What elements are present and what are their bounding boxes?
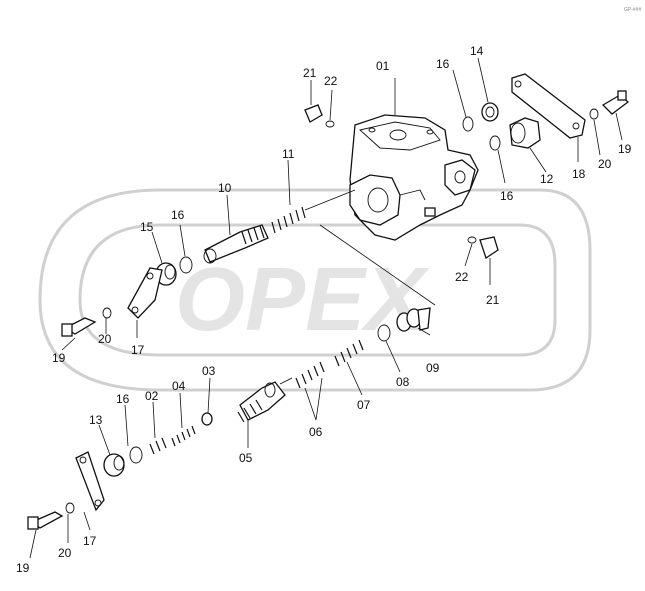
bolt-19-upper — [601, 90, 630, 115]
label-22-lower: 22 — [455, 270, 469, 284]
plug-13 — [103, 453, 125, 477]
spring-02 — [149, 437, 167, 455]
label-10: 10 — [218, 181, 232, 195]
o-ring-16-upper — [462, 116, 474, 132]
bolt-19-lower — [27, 511, 64, 530]
label-13: 13 — [89, 413, 103, 427]
watermark-logo: OPEX — [38, 188, 592, 392]
label-12: 12 — [540, 172, 554, 186]
part-labels: 01 21 22 16 14 12 16 18 20 19 10 11 16 1… — [16, 44, 632, 575]
label-18: 18 — [572, 167, 586, 181]
ring-08 — [377, 324, 391, 342]
o-ring-16-right — [489, 135, 501, 151]
label-03: 03 — [202, 364, 216, 378]
label-21-upper: 21 — [303, 66, 317, 80]
fitting-12 — [509, 117, 541, 149]
o-ring-16-left — [179, 256, 193, 274]
label-16-right: 16 — [500, 189, 514, 203]
label-14: 14 — [470, 44, 484, 58]
washer-20-lower — [65, 502, 75, 514]
seat-03 — [201, 412, 213, 426]
spring-07 — [334, 339, 364, 367]
label-17-lower: 17 — [83, 534, 97, 548]
washer-20-left — [102, 307, 112, 319]
label-16-left: 16 — [171, 208, 185, 222]
bolt-19-left — [61, 317, 97, 337]
label-09: 09 — [426, 361, 440, 375]
label-20-lower: 20 — [58, 546, 72, 560]
plug-21-upper — [304, 104, 323, 123]
label-20-upper: 20 — [598, 157, 612, 171]
spring-04 — [171, 425, 196, 447]
o-ring-22-lower — [467, 236, 477, 244]
label-19-left: 19 — [52, 351, 66, 365]
plug-14 — [481, 102, 499, 122]
label-08: 08 — [396, 375, 410, 389]
valve-body — [349, 114, 479, 241]
leader-lines — [29, 57, 623, 559]
spring-06 — [295, 361, 325, 389]
label-16-lower: 16 — [116, 392, 130, 406]
label-19-upper: 19 — [618, 142, 632, 156]
o-ring-16-lower — [129, 446, 143, 464]
label-19-lower: 19 — [16, 561, 30, 575]
corner-tag: GP-### — [624, 7, 641, 13]
label-11: 11 — [282, 147, 295, 161]
o-ring-22-upper — [325, 120, 335, 128]
label-04: 04 — [172, 379, 186, 393]
washer-20-upper — [589, 108, 599, 120]
spool-10 — [203, 224, 269, 264]
label-06: 06 — [309, 425, 323, 439]
label-07: 07 — [357, 398, 371, 412]
label-22-upper: 22 — [324, 74, 338, 88]
spring-11 — [271, 206, 306, 234]
label-21-lower: 21 — [486, 293, 500, 307]
cover-plate-18 — [511, 73, 586, 139]
label-05: 05 — [239, 451, 253, 465]
svg-text:OPEX: OPEX — [175, 250, 430, 350]
retainer-09 — [396, 307, 431, 332]
label-02: 02 — [145, 389, 159, 403]
plug-21-lower — [479, 236, 499, 260]
label-17-upper: 17 — [131, 343, 145, 357]
label-01: 01 — [376, 59, 390, 73]
label-15: 15 — [140, 220, 154, 234]
label-20-left: 20 — [98, 332, 112, 346]
cover-plate-17-lower — [75, 451, 105, 512]
label-16-upper: 16 — [436, 57, 450, 71]
spool-05 — [237, 377, 293, 423]
cover-plate-17-upper — [127, 267, 163, 319]
